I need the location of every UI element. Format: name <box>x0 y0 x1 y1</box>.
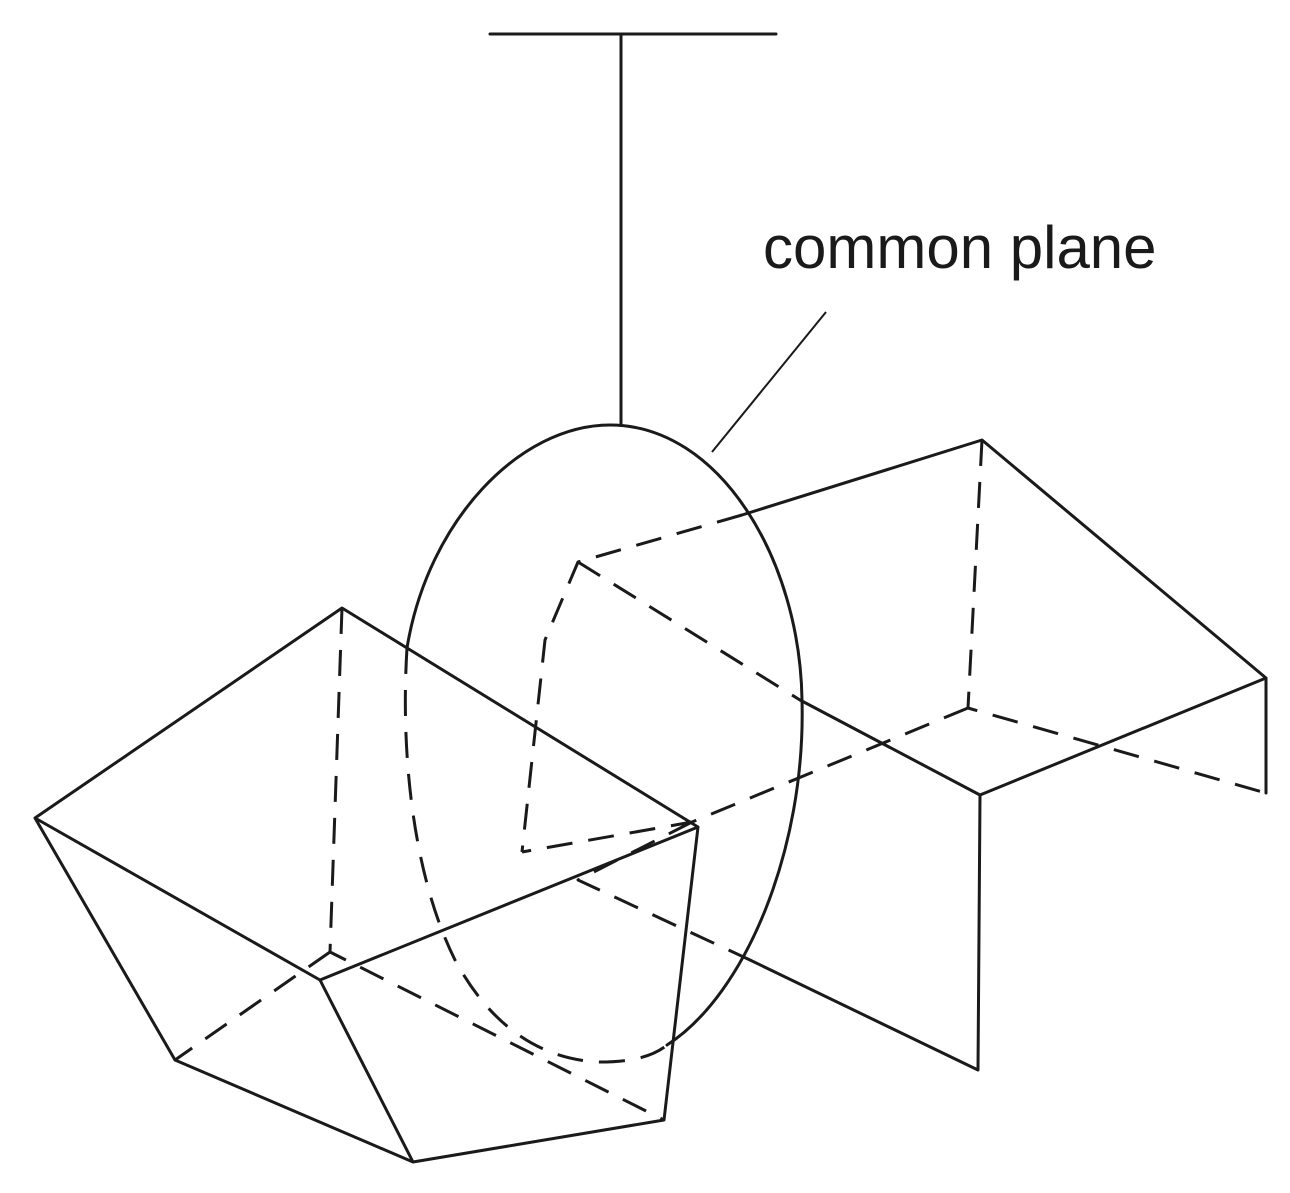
support <box>488 32 778 427</box>
right-block <box>520 438 1268 1072</box>
right-block-visible-edges <box>740 438 1268 1072</box>
left-block-hidden-edges <box>174 607 665 1122</box>
label-leader-line <box>711 311 827 453</box>
common-plane-label: common plane <box>763 214 1157 281</box>
common-plane-visible-outline <box>405 423 804 1047</box>
common-plane-hidden-outline <box>403 647 668 1064</box>
left-block-visible-edges <box>33 606 700 1164</box>
right-block-hidden-edges <box>520 439 1267 962</box>
left-block <box>33 606 700 1164</box>
common-plane <box>403 423 804 1064</box>
